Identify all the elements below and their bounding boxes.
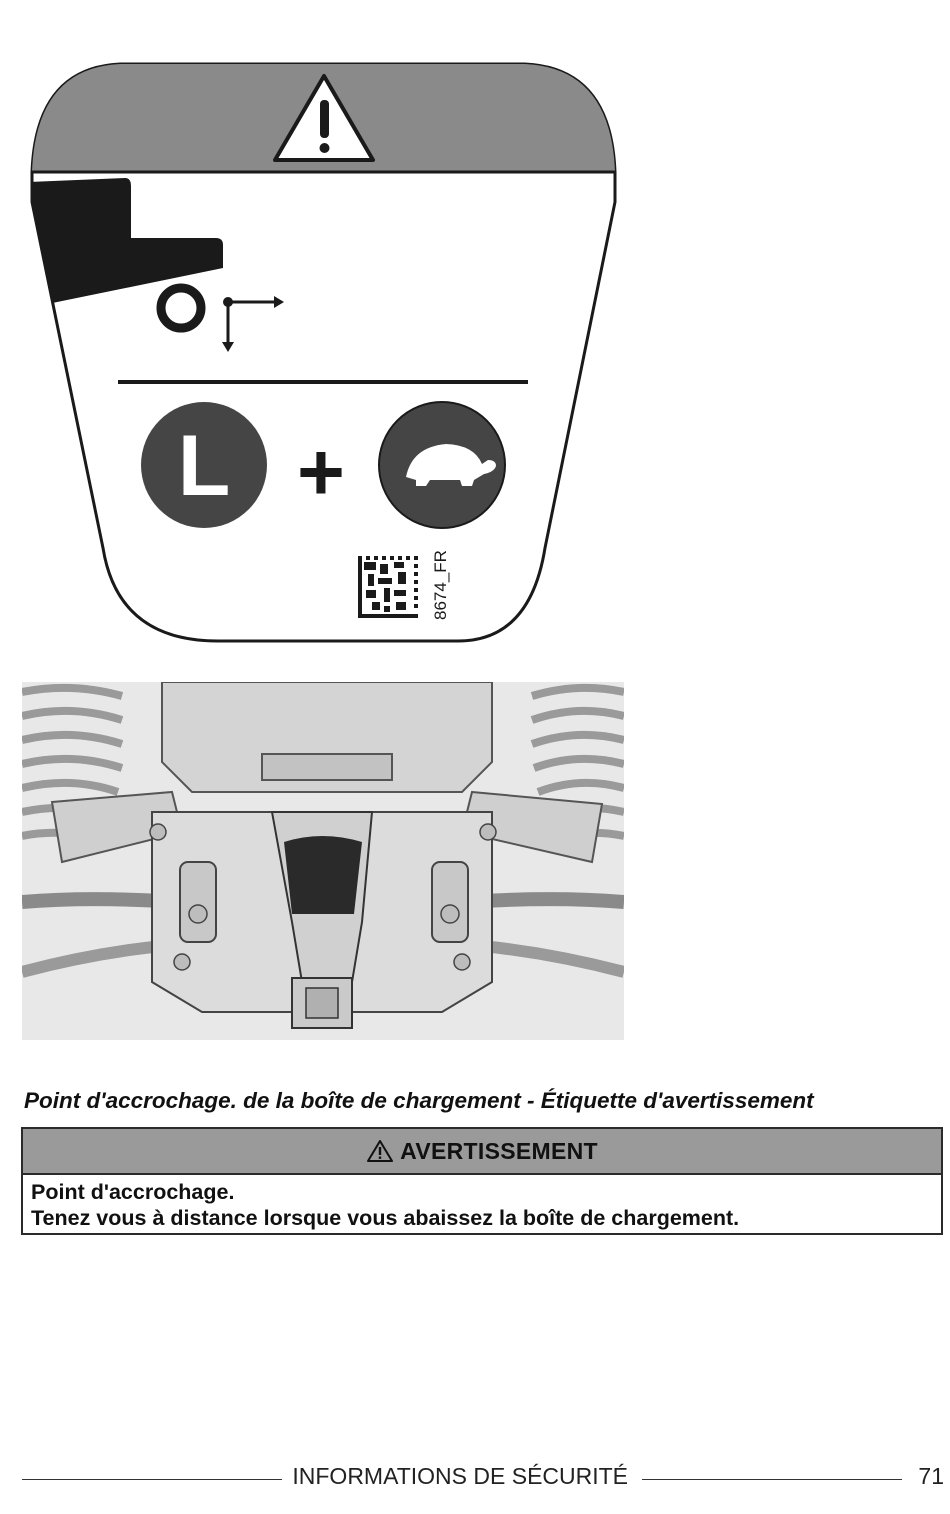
warning-title: AVERTISSEMENT [400,1138,598,1165]
footer-section-title: INFORMATIONS DE SÉCURITÉ [282,1463,642,1490]
low-range-badge: L [141,402,267,528]
warning-label-illustration: L + [28,62,620,644]
warning-triangle-icon [366,1139,394,1163]
page-number: 71 [902,1463,944,1490]
warning-body: Point d'accrochage. Tenez vous à distanc… [23,1175,941,1235]
hitch-point-illustration [22,682,624,1040]
warning-line: Point d'accrochage. [31,1179,933,1205]
label-code: 8674_FR [431,550,450,620]
low-range-letter: L [178,418,231,514]
warning-header: AVERTISSEMENT [23,1129,941,1175]
footer-rule-right [642,1479,902,1480]
page-footer: INFORMATIONS DE SÉCURITÉ 71 [22,1456,944,1490]
plus-sign: + [297,427,345,518]
footer-rule-left [22,1479,282,1480]
figure-caption: Point d'accrochage. de la boîte de charg… [24,1088,944,1114]
turtle-slow-speed-icon [379,402,505,528]
warning-box: AVERTISSEMENT Point d'accrochage. Tenez … [21,1127,943,1235]
warning-line: Tenez vous à distance lorsque vous abais… [31,1205,933,1231]
data-matrix-code [358,556,418,618]
